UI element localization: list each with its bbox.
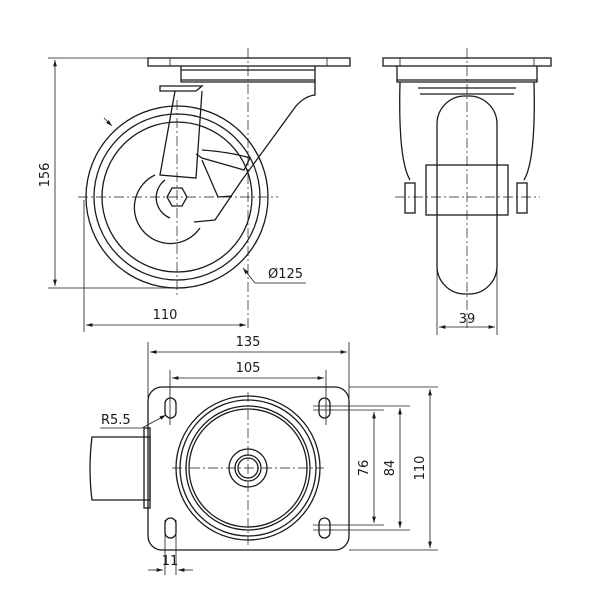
dim-plate-length: 135: [236, 335, 261, 350]
dim-hole-spacing-length: 105: [236, 361, 261, 376]
dim-slot-radius: R5.5: [101, 413, 131, 428]
dim-slot-width: 11: [162, 554, 179, 569]
dim-offset: 110: [153, 308, 178, 323]
wheel-top: [89, 436, 151, 501]
dim-plate-width: 110: [413, 456, 428, 481]
dim-hole-spacing-inner: 76: [357, 460, 372, 477]
dim-hole-spacing-outer: 84: [383, 460, 398, 477]
dim-overall-height: 156: [38, 163, 53, 188]
front-view: 39: [382, 48, 552, 335]
top-view: 135 105 110 84 76 R5.5 11: [89, 335, 438, 575]
dim-wheel-diameter: Ø125: [268, 267, 303, 282]
dim-wheel-width: 39: [459, 312, 476, 327]
mounting-plate: [147, 386, 350, 551]
side-view: 156 110 Ø125: [38, 48, 351, 332]
wheel-front: [436, 95, 498, 295]
